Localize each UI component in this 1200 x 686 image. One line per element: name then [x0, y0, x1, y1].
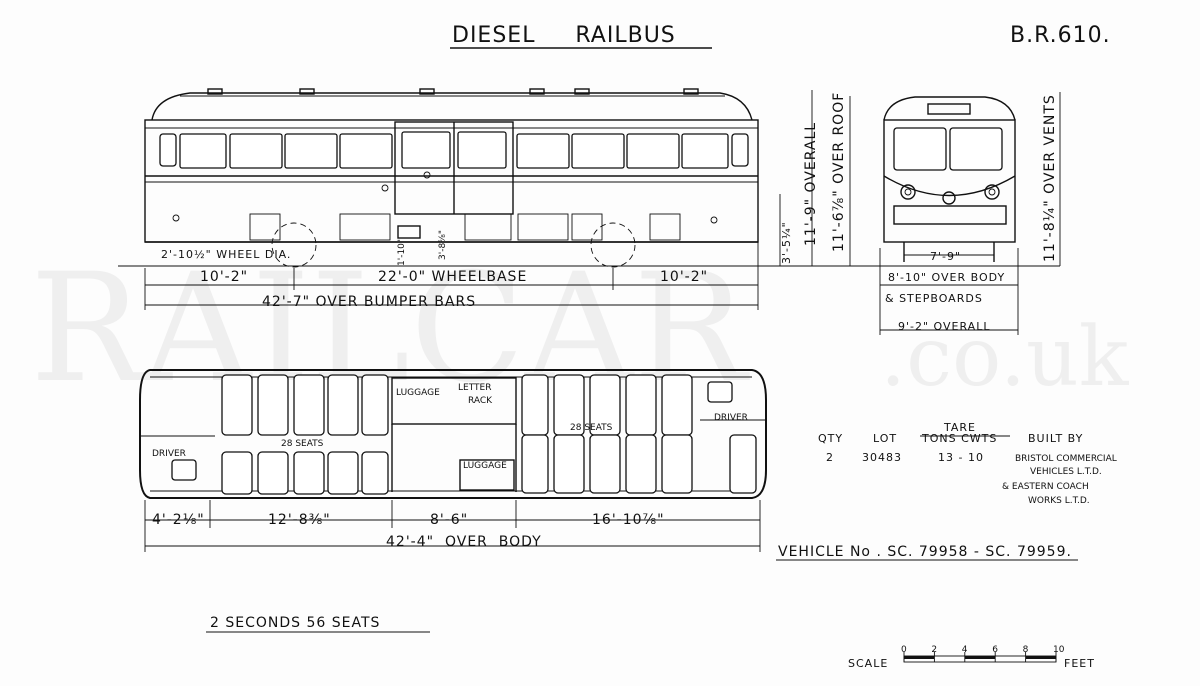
value-qty: 2 — [826, 451, 834, 464]
plan-dim-2: 12'-8⅜" — [268, 512, 331, 528]
scale-tick-label: 8 — [1023, 645, 1029, 655]
header-qty: QTY — [818, 432, 843, 445]
step-height-dim: 1'-10" — [397, 239, 407, 266]
plan-dim-3: 8'-6" — [430, 512, 468, 528]
seats-right-label: 28 SEATS — [570, 423, 613, 433]
scale-tick-label: 2 — [931, 645, 937, 655]
value-tons-cwts: 13 - 10 — [938, 451, 984, 464]
end-right-dim: 10'-2" — [660, 269, 708, 285]
overall-height-dim: 11'-9" OVERALL — [803, 122, 819, 246]
vehicle-number: VEHICLE No . SC. 79958 - SC. 79959. — [778, 544, 1072, 560]
data-table: TARE QTY LOT TONS CWTS BUILT BY 2 30483 … — [818, 421, 1117, 506]
over-bumpers-dim: 42'-7" OVER BUMPER BARS — [262, 294, 476, 310]
header-lot: LOT — [873, 432, 897, 445]
side-elevation — [144, 88, 759, 268]
scale-tick-label: 10 — [1053, 645, 1065, 655]
end-over-body-dim: 8'-10" OVER BODY — [888, 271, 1005, 284]
wheelbase-dim: 22'-0" WHEELBASE — [378, 269, 527, 285]
header-tons-cwts: TONS CWTS — [921, 432, 997, 445]
end-left-dim: 10'-2" — [200, 269, 248, 285]
plan-over-body-dim: 42'-4" OVER BODY — [386, 534, 542, 550]
builder-line-2: VEHICLES L.T.D. — [1030, 467, 1102, 477]
builder-line-3: & EASTERN COACH — [1002, 482, 1089, 492]
plan-view — [139, 369, 767, 499]
scale-unit: FEET — [1064, 657, 1095, 670]
plan-dim-4: 16'-10⅞" — [592, 512, 665, 528]
seats-summary: 2 SECONDS 56 SEATS — [210, 615, 380, 631]
over-vents-dim: 11'-8¼" OVER VENTS — [1042, 94, 1058, 262]
driver-left-label: DRIVER — [152, 449, 186, 459]
watermark-domain: .co.uk — [880, 310, 1130, 405]
letter-rack-label-1: LETTER — [458, 383, 491, 393]
scale-segment — [1025, 656, 1056, 659]
door-height-dim: 3'-8⅝" — [438, 230, 448, 260]
end-stepboards-dim: & STEPBOARDS — [885, 292, 983, 305]
scale-tick-label: 0 — [901, 645, 907, 655]
tare-label: TARE — [943, 421, 976, 434]
drawing-title: DIESEL RAILBUS — [452, 23, 676, 48]
driver-right-label: DRIVER — [714, 413, 748, 423]
floor-height-dim: 3'-5¼" — [780, 221, 793, 264]
scale-label: SCALE — [848, 657, 888, 670]
header-built-by: BUILT BY — [1028, 432, 1083, 445]
plan-dim-1: 4'-2⅛" — [152, 512, 205, 528]
luggage-top-label: LUGGAGE — [396, 388, 440, 398]
end-elevation — [883, 96, 1016, 262]
scale-segment — [964, 656, 996, 659]
over-roof-dim: 11'-6⅞" OVER ROOF — [831, 92, 847, 252]
builder-line-4: WORKS L.T.D. — [1028, 496, 1090, 506]
scale-bar: SCALE FEET 0 2 4 6 8 10 — [848, 645, 1095, 670]
wheel-dia-label: 2'-10½" WHEEL DIA. — [161, 248, 291, 261]
luggage-bottom-label: LUGGAGE — [463, 461, 507, 471]
builder-line-1: BRISTOL COMMERCIAL — [1015, 454, 1117, 464]
value-lot: 30483 — [862, 451, 902, 464]
seats-left-label: 28 SEATS — [281, 439, 324, 449]
end-overall-width-dim: 9'-2" OVERALL — [898, 320, 990, 333]
scale-tick-label: 6 — [992, 645, 998, 655]
scale-segment — [904, 656, 935, 659]
scale-tick-label: 4 — [962, 645, 968, 655]
gauge-dim: 7'-9" — [930, 250, 961, 263]
letter-rack-label-2: RACK — [468, 396, 493, 406]
drawing-code: B.R.610. — [1010, 23, 1111, 48]
